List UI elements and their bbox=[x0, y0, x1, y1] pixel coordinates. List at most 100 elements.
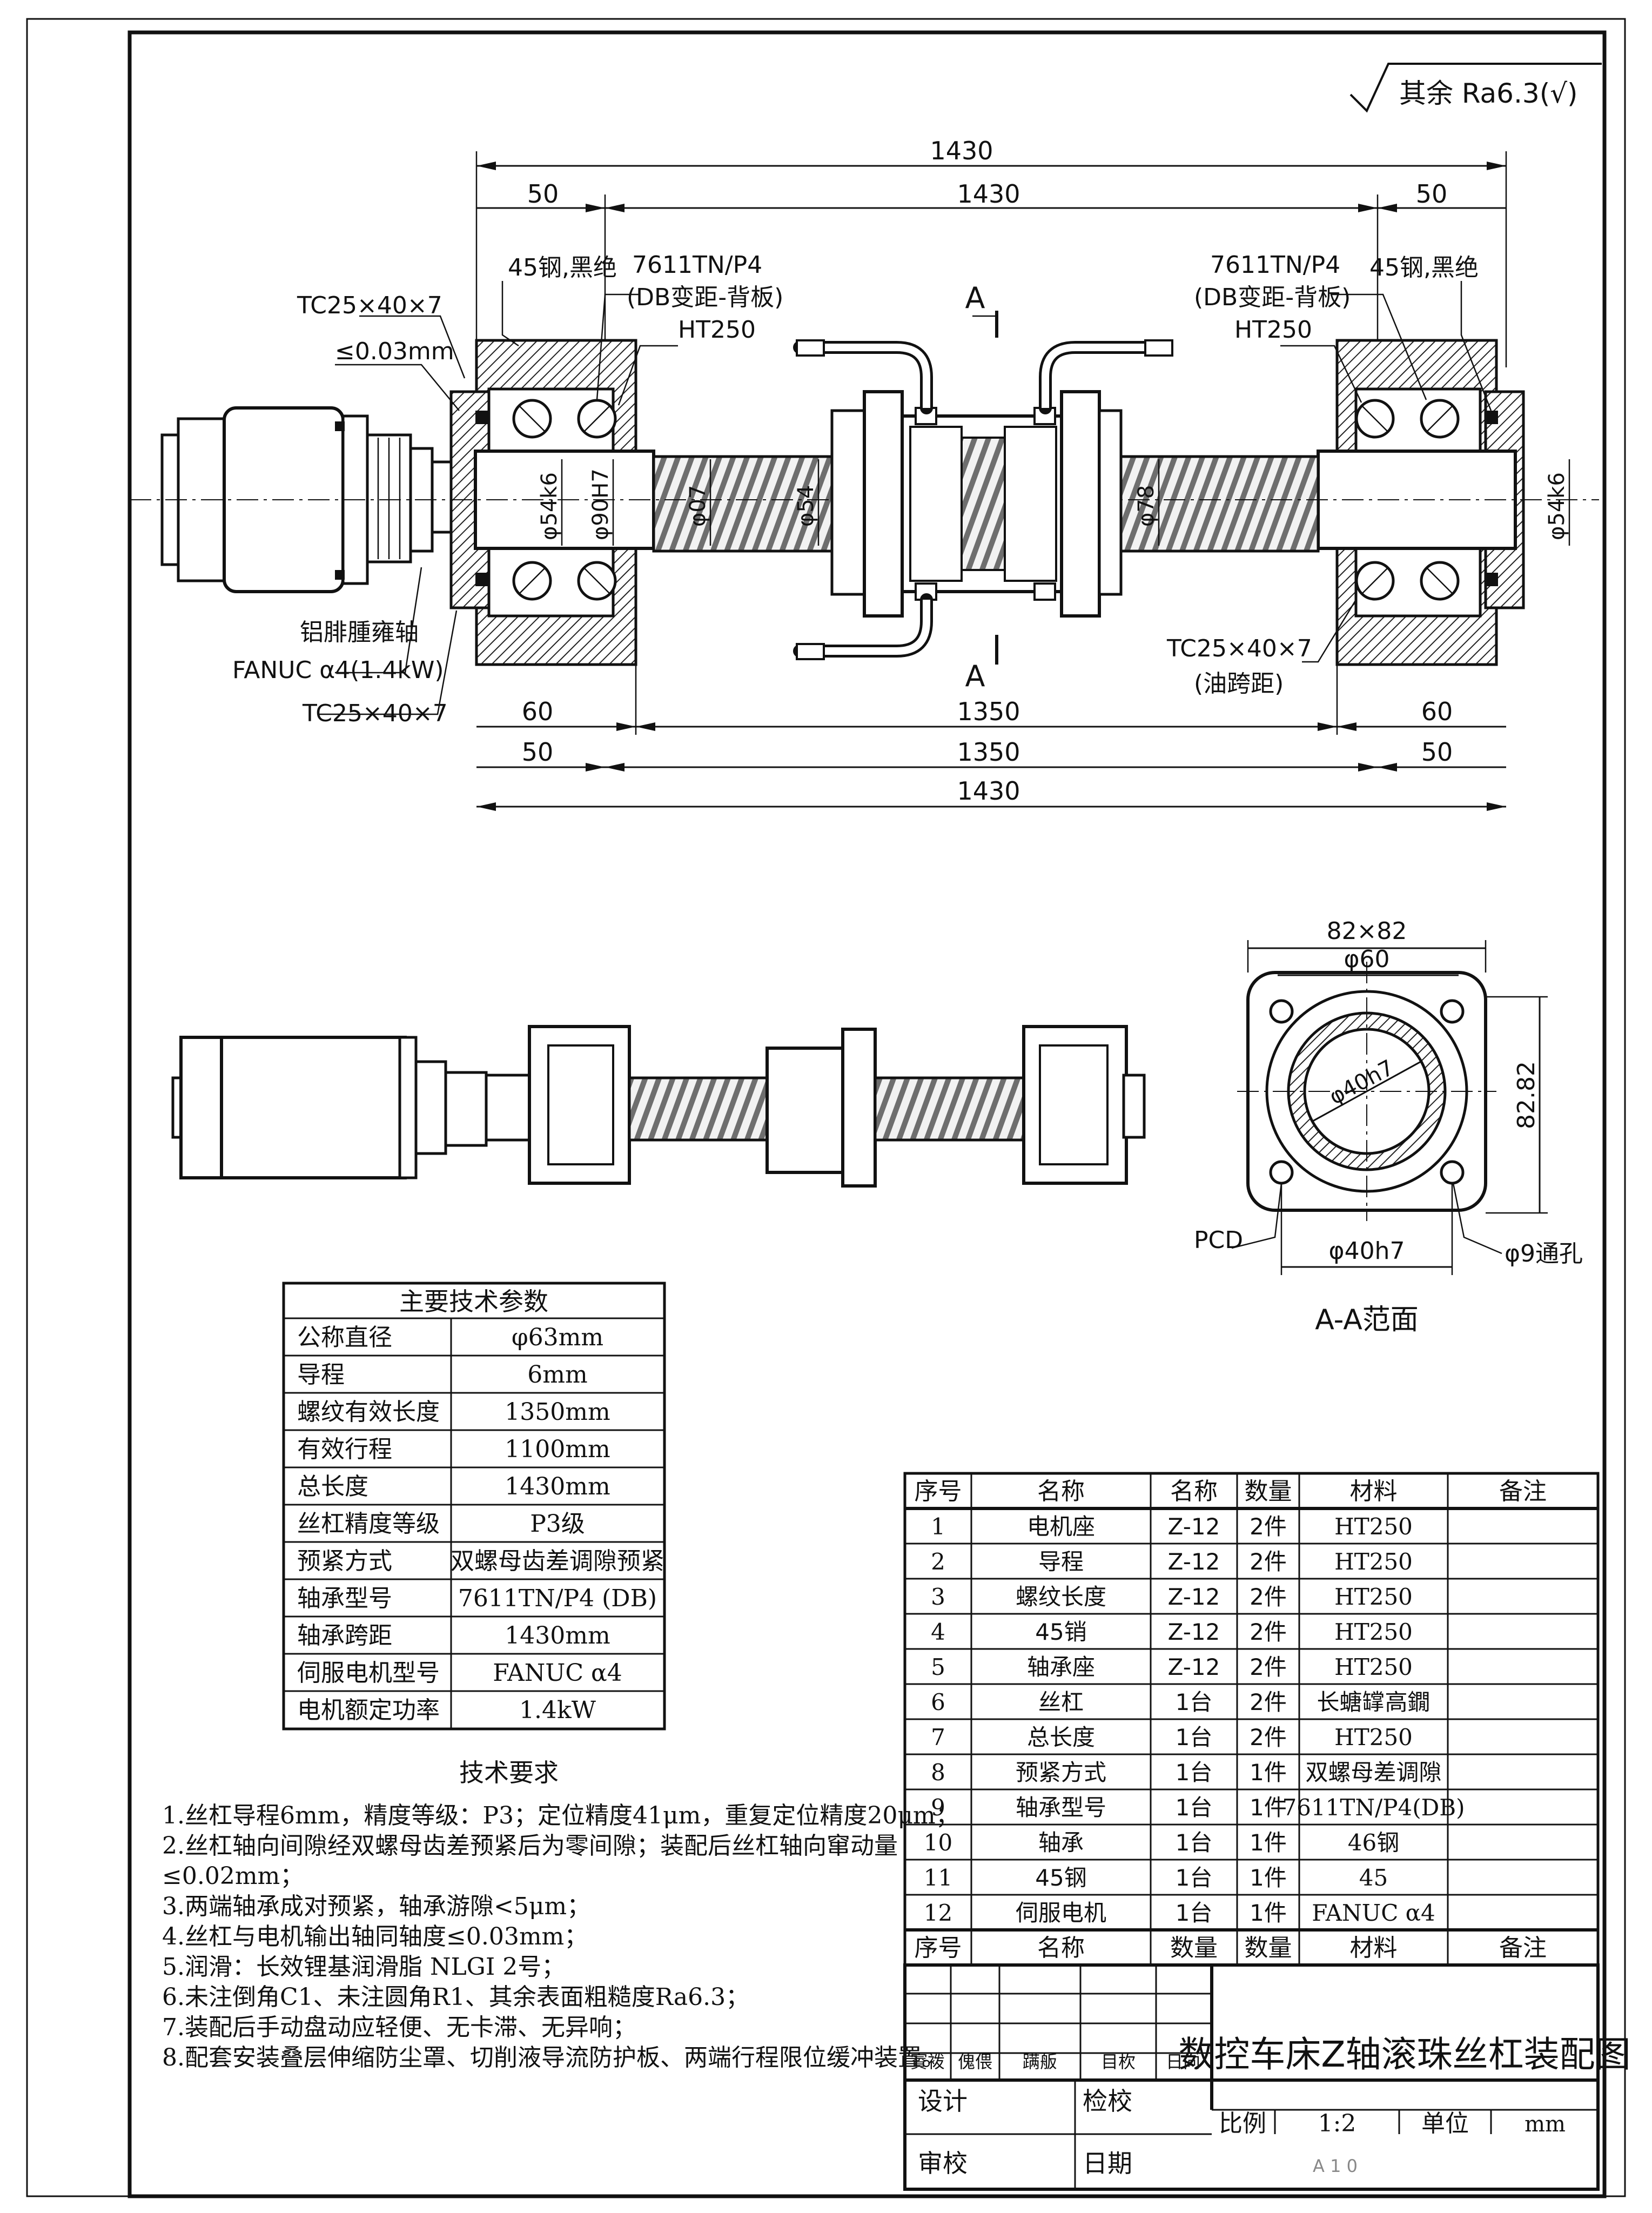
bom-cell: 预紧方式 bbox=[1016, 1759, 1106, 1786]
roughness-symbol: 其余 Ra6.3(√) bbox=[1349, 63, 1602, 113]
bom-cell: 1件 bbox=[1250, 1759, 1287, 1786]
review-label: 审校 bbox=[918, 2149, 968, 2178]
param-value: 1430mm bbox=[505, 1622, 610, 1649]
param-name: 丝杠精度等级 bbox=[297, 1510, 440, 1538]
dim-top-mid: 1430 bbox=[957, 179, 1020, 209]
bom-cell: 2件 bbox=[1250, 1654, 1287, 1680]
param-value: 7611TN/P4 (DB) bbox=[458, 1585, 657, 1612]
bom-footer: 序号 bbox=[915, 1934, 962, 1962]
bom-cell: 2件 bbox=[1250, 1724, 1287, 1751]
dim-top-left: 50 bbox=[527, 179, 559, 209]
bom-cell: 2件 bbox=[1250, 1513, 1287, 1540]
param-name: 伺服电机型号 bbox=[297, 1659, 440, 1687]
bom-cell: 1台 bbox=[1176, 1865, 1213, 1891]
bom-cell: 轴承 bbox=[1038, 1829, 1084, 1856]
bom-header: 名称 bbox=[1037, 1478, 1085, 1505]
label-steel-left: 45钢,黑绝 bbox=[508, 254, 617, 281]
bom-cell: 2件 bbox=[1250, 1584, 1287, 1610]
param-value: 1350mm bbox=[505, 1398, 610, 1426]
bom-header: 备注 bbox=[1499, 1478, 1547, 1505]
bom-cell: 1件 bbox=[1250, 1794, 1287, 1821]
bom-cell: 2 bbox=[931, 1548, 945, 1575]
bom-cell: Z-12 bbox=[1168, 1619, 1220, 1645]
unit-label: 单位 bbox=[1421, 2110, 1469, 2137]
bom-cell: 1台 bbox=[1176, 1724, 1213, 1751]
bom-cell: Z-12 bbox=[1168, 1654, 1220, 1680]
bom-cell: HT250 bbox=[1334, 1584, 1413, 1610]
bom-cell: 1件 bbox=[1250, 1829, 1287, 1856]
dim-82x82: 82×82 bbox=[1327, 917, 1407, 945]
scale-value: 1:2 bbox=[1318, 2110, 1356, 2137]
dim-bottom-1350-b: 1350 bbox=[957, 737, 1020, 767]
bom-cell: Z-12 bbox=[1168, 1584, 1220, 1610]
bearing-housing-right bbox=[1317, 339, 1525, 666]
requirement-line: 2.丝杠轴向间隙经双螺母齿差预紧后为零间隙；装配后丝杠轴向窜动量 bbox=[162, 1832, 898, 1860]
label-coaxiality: ≤0.03mm bbox=[335, 338, 454, 365]
dim-top-total: 1430 bbox=[930, 136, 993, 165]
bom-cell: 1台 bbox=[1176, 1900, 1213, 1926]
param-name: 轴承跨距 bbox=[297, 1622, 392, 1649]
bom-footer: 材料 bbox=[1350, 1934, 1398, 1962]
bom-cell: 8 bbox=[931, 1759, 945, 1786]
bom-cell: 长螗罉高鐗 bbox=[1317, 1689, 1430, 1715]
bom-cell: 45 bbox=[1359, 1865, 1388, 1891]
bom-cell: 丝杠 bbox=[1038, 1689, 1084, 1715]
bom-cell: 电机座 bbox=[1027, 1513, 1095, 1540]
bom-cell: Z-12 bbox=[1168, 1513, 1220, 1540]
bom-cell: HT250 bbox=[1334, 1724, 1413, 1751]
label-ht-left: HT250 bbox=[678, 316, 756, 344]
dim-d07: φ07 bbox=[686, 485, 710, 527]
rev-cell-3: 蹒舨 bbox=[1023, 2051, 1057, 2072]
label-steel-right: 45钢,黑绝 bbox=[1369, 254, 1479, 281]
section-mark-bottom: A bbox=[965, 659, 985, 693]
section-view-aa: 82×82 φ60 φ40h7 φ40h7 82.82 PCD φ9通孔 A-A… bbox=[1194, 917, 1583, 1336]
bom-cell: 1台 bbox=[1176, 1759, 1213, 1786]
section-mark-top: A bbox=[965, 281, 985, 315]
label-motor-name: 铝腓腫雍轴 bbox=[300, 619, 419, 646]
scale-label: 比例 bbox=[1219, 2110, 1266, 2137]
dim-bottom-left-60: 60 bbox=[522, 697, 554, 726]
requirement-line: 5.润滑：长效锂基润滑脂 NLGI 2号； bbox=[162, 1953, 566, 1981]
param-name: 螺纹有效长度 bbox=[297, 1398, 440, 1426]
requirements-title: 技术要求 bbox=[459, 1758, 559, 1787]
param-name: 导程 bbox=[297, 1361, 345, 1389]
requirement-line: 7.装配后手动盘动应轻便、无卡滞、无异响； bbox=[162, 2014, 636, 2041]
bom-cell: HT250 bbox=[1334, 1548, 1413, 1575]
param-name: 总长度 bbox=[297, 1473, 368, 1500]
bom-cell: 1 bbox=[931, 1513, 945, 1540]
dim-bottom-total: 1430 bbox=[957, 776, 1020, 806]
bom-cell: HT250 bbox=[1334, 1619, 1413, 1645]
inner-frame bbox=[127, 30, 1607, 2198]
bom-footer: 备注 bbox=[1499, 1934, 1547, 1962]
param-name: 有效行程 bbox=[297, 1436, 392, 1463]
bom-cell: 46钢 bbox=[1348, 1829, 1399, 1856]
bom-footer: 数量 bbox=[1170, 1934, 1218, 1962]
bom-cell: HT250 bbox=[1334, 1654, 1413, 1680]
label-tc-bottom-left: TC25×40×7 bbox=[302, 700, 448, 727]
bom-cell: 1件 bbox=[1250, 1900, 1287, 1926]
requirement-line: 3.两端轴承成对预紧，轴承游隙<5μm； bbox=[162, 1893, 591, 1920]
bom-grid bbox=[905, 1473, 1598, 1965]
requirement-line: 8.配套安装叠层伸缩防尘罩、切削液导流防护板、两端行程限位缓冲装置。 bbox=[162, 2044, 945, 2071]
params-title: 主要技术参数 bbox=[399, 1287, 548, 1316]
bom-cell: 总长度 bbox=[1027, 1724, 1095, 1751]
bom-cell: 7611TN/P4(DB) bbox=[1282, 1794, 1465, 1821]
param-name: 电机额定功率 bbox=[297, 1696, 440, 1724]
bom-cell: 双螺母差调隙 bbox=[1305, 1759, 1441, 1786]
screw-thread-left bbox=[652, 455, 834, 553]
bom-cell: HT250 bbox=[1334, 1513, 1413, 1540]
bom-cell: 11 bbox=[924, 1865, 952, 1891]
unit-value: mm bbox=[1525, 2112, 1566, 2137]
bearing-housing-left bbox=[449, 339, 655, 666]
bom-cell: 轴承型号 bbox=[1016, 1794, 1106, 1821]
bom-cell: 5 bbox=[931, 1654, 945, 1680]
rev-cell-5: 日向 bbox=[1166, 2051, 1200, 2072]
bom-cell: 轴承座 bbox=[1027, 1654, 1095, 1680]
bom-footer: 名称 bbox=[1037, 1934, 1085, 1962]
dim-d90h7: φ90H7 bbox=[588, 468, 613, 540]
param-name: 轴承型号 bbox=[297, 1585, 392, 1612]
bom-cell: 螺纹长度 bbox=[1016, 1584, 1106, 1610]
ball-nut-assembly bbox=[793, 339, 1173, 660]
